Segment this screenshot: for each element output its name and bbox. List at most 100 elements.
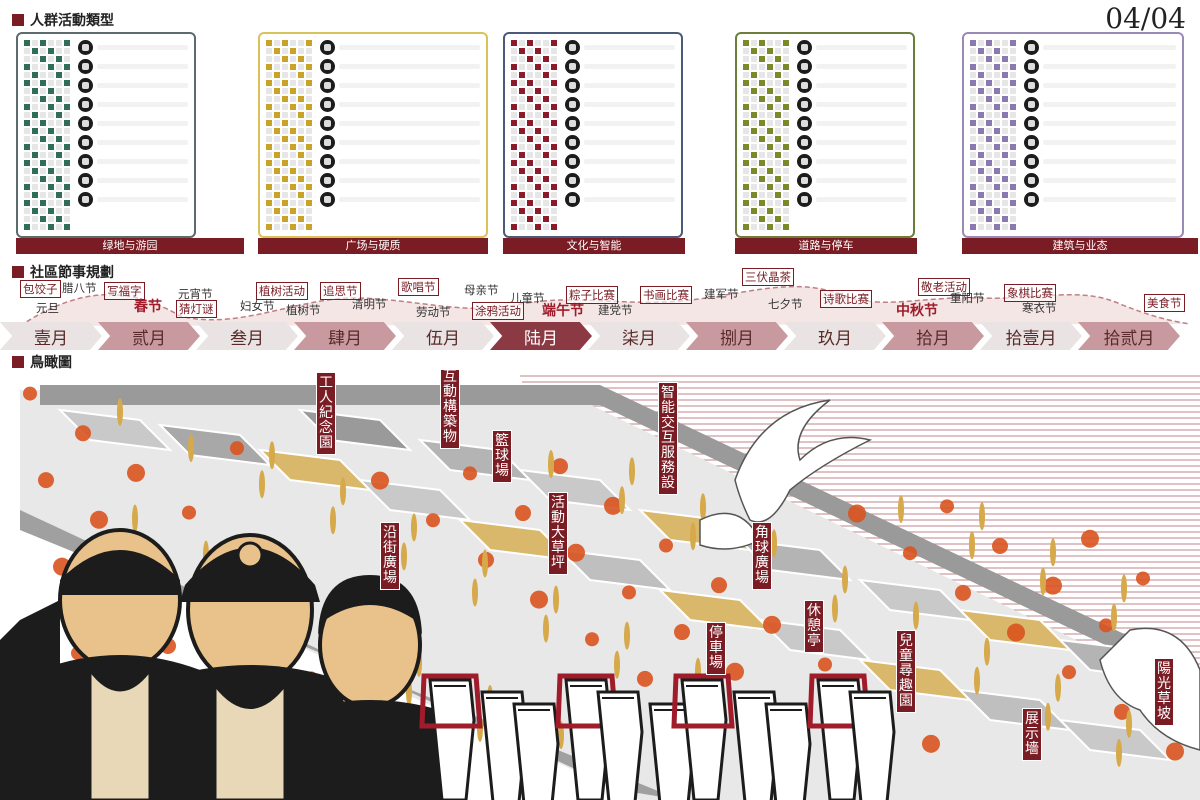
- activity-rows: [78, 38, 188, 209]
- festival-label: 包饺子: [20, 280, 61, 298]
- activity-text-line: [816, 83, 907, 88]
- activity-icon: [320, 78, 335, 93]
- activity-text-line: [1043, 121, 1176, 126]
- activity-row: [1024, 171, 1176, 190]
- activity-text-line: [339, 140, 480, 145]
- month-label: 伍月: [392, 322, 494, 350]
- festival-label: 涂鸦活动: [472, 302, 524, 320]
- festival-label: 建军节: [704, 287, 739, 301]
- activity-text-line: [584, 197, 675, 202]
- dot-grid: [511, 40, 561, 232]
- festival-label: 猜灯谜: [176, 300, 217, 318]
- activity-icon: [320, 97, 335, 112]
- aerial-tag: 沿街廣場: [380, 522, 400, 590]
- festival-label: 春节: [134, 299, 162, 315]
- activity-row: [565, 133, 675, 152]
- festival-label: 七夕节: [768, 297, 803, 311]
- activity-icon: [797, 78, 812, 93]
- aerial-view: 工人紀念園互動構築物籃球場智能交互服務設沿街廣場活動大草坪角球廣場休憩亭停車場兒…: [0, 370, 1200, 800]
- activity-icon: [78, 192, 93, 207]
- activity-row: [1024, 114, 1176, 133]
- activity-row: [565, 95, 675, 114]
- activity-icon: [797, 154, 812, 169]
- activity-text-line: [97, 102, 188, 107]
- festival-label: 寒衣节: [1022, 301, 1057, 315]
- activity-icon: [1024, 40, 1039, 55]
- activity-icon: [78, 116, 93, 131]
- activity-row: [1024, 133, 1176, 152]
- month-label: 拾贰月: [1078, 322, 1180, 350]
- aerial-tag: 智能交互服務設: [658, 382, 678, 495]
- activity-row: [797, 57, 907, 76]
- activity-row: [78, 171, 188, 190]
- activity-row: [78, 57, 188, 76]
- activity-icon: [1024, 78, 1039, 93]
- activity-row: [1024, 152, 1176, 171]
- activity-row: [1024, 57, 1176, 76]
- activity-icon: [565, 78, 580, 93]
- activity-icon: [320, 173, 335, 188]
- aerial-tag: 展示墻: [1022, 708, 1042, 761]
- activity-icon: [1024, 154, 1039, 169]
- activity-row: [78, 76, 188, 95]
- festival-label: 中秋节: [896, 303, 938, 319]
- activity-icon: [1024, 59, 1039, 74]
- activity-icon: [78, 135, 93, 150]
- section-title-text: 社區節事規劃: [30, 265, 114, 281]
- activity-row: [78, 95, 188, 114]
- activity-text-line: [584, 83, 675, 88]
- activity-row: [797, 95, 907, 114]
- aerial-tag: 兒童尋趣園: [896, 630, 916, 713]
- activity-text-line: [339, 45, 480, 50]
- activity-row: [320, 57, 480, 76]
- section-title-aerial: 鳥瞰圖: [12, 352, 72, 372]
- activity-icon: [565, 116, 580, 131]
- dot-grid: [743, 40, 793, 232]
- activity-text-line: [584, 64, 675, 69]
- activity-row: [1024, 38, 1176, 57]
- workers-illustration: [0, 528, 450, 800]
- activity-rows: [565, 38, 675, 209]
- card-label: 广场与硬质: [258, 238, 488, 254]
- activity-row: [797, 133, 907, 152]
- festival-label: 追思节: [320, 282, 361, 300]
- month-label: 拾月: [882, 322, 984, 350]
- section-title-text: 鳥瞰圖: [30, 355, 72, 371]
- festival-label: 建党节: [598, 303, 633, 317]
- activity-text-line: [339, 197, 480, 202]
- activity-icon: [565, 97, 580, 112]
- activity-rows: [320, 38, 480, 209]
- activity-row: [320, 133, 480, 152]
- festival-label: 象棋比赛: [1004, 284, 1056, 302]
- activity-icon: [797, 135, 812, 150]
- card-label: 文化与智能: [503, 238, 685, 254]
- festival-label: 重阳节: [950, 291, 985, 305]
- aerial-tag: 休憩亭: [804, 600, 824, 653]
- activity-text-line: [1043, 102, 1176, 107]
- activity-icon: [78, 40, 93, 55]
- aerial-tag: 工人紀念園: [316, 372, 336, 455]
- activity-row: [797, 38, 907, 57]
- activity-text-line: [97, 45, 188, 50]
- activity-icon: [1024, 192, 1039, 207]
- activity-text-line: [816, 45, 907, 50]
- month-label: 贰月: [98, 322, 200, 350]
- activity-icon: [1024, 173, 1039, 188]
- activity-icon: [1024, 116, 1039, 131]
- activity-row: [1024, 95, 1176, 114]
- activity-row: [797, 76, 907, 95]
- activity-icon: [1024, 97, 1039, 112]
- section-marker: [12, 356, 24, 368]
- activity-text-line: [1043, 140, 1176, 145]
- activity-icon: [78, 154, 93, 169]
- activity-icon: [320, 192, 335, 207]
- aerial-tag: 停車場: [706, 622, 726, 675]
- activity-text-line: [816, 197, 907, 202]
- aerial-tag: 陽光草坡: [1154, 658, 1174, 726]
- aerial-illustration: [0, 375, 1200, 800]
- activity-row: [1024, 76, 1176, 95]
- activity-icon: [320, 40, 335, 55]
- activity-text-line: [97, 83, 188, 88]
- activity-row: [565, 38, 675, 57]
- activity-text-line: [339, 64, 480, 69]
